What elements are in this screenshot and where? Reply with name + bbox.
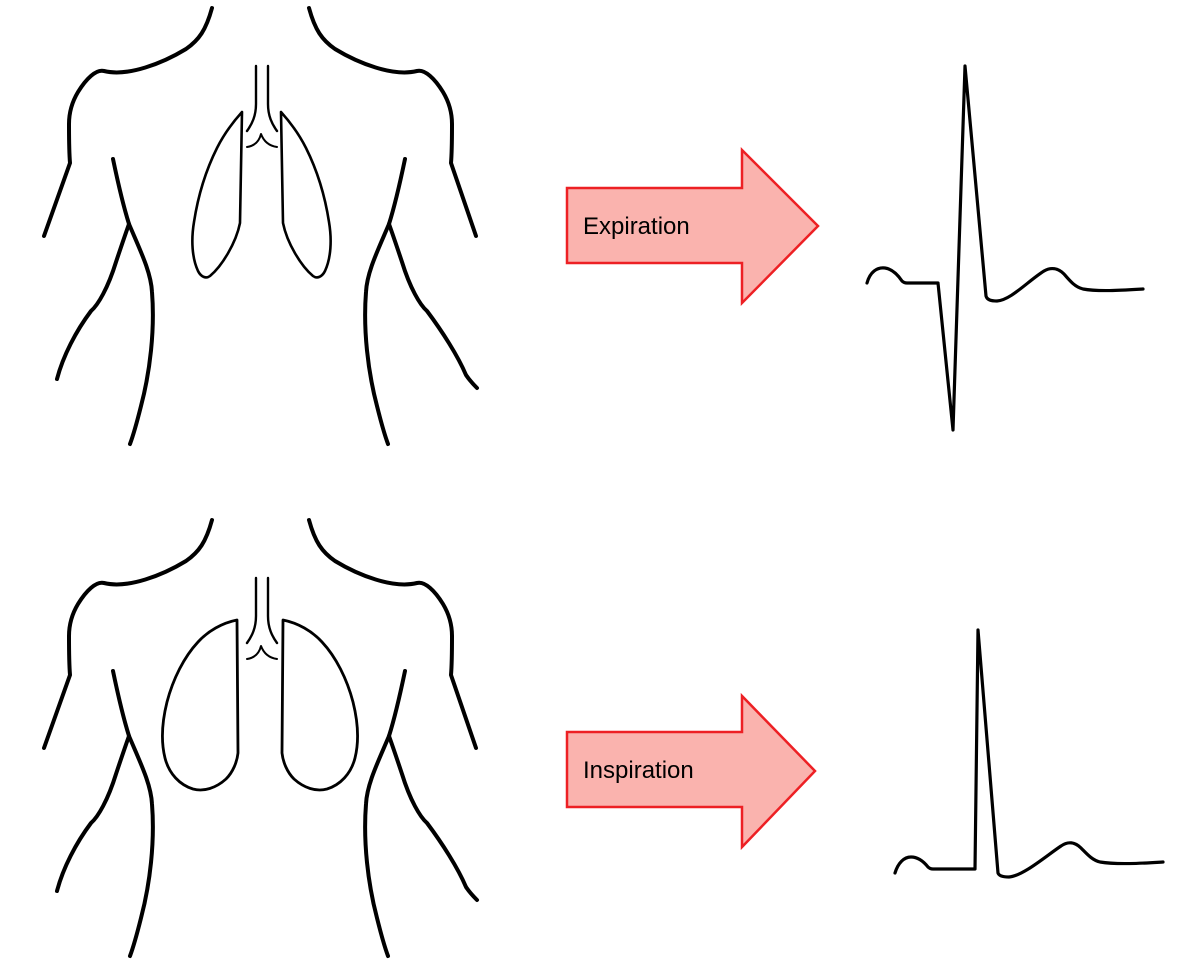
figure-expiration (42, 6, 479, 446)
inspiration-arrow-label: Inspiration (583, 757, 694, 784)
left-lung-inflated (161, 618, 240, 792)
ecg-trace-inspiration (893, 628, 1165, 879)
right-lung-deflated (279, 110, 332, 279)
left-lung-deflated (191, 110, 244, 279)
right-arrow-shape (565, 146, 820, 307)
torso-outline (42, 518, 479, 958)
ecg-trace-expiration (865, 64, 1145, 432)
expiration-arrow-label: Expiration (583, 213, 690, 240)
inspiration-arrow: Inspiration (565, 692, 817, 851)
expiration-arrow: Expiration (565, 146, 820, 307)
right-arrow-shape (565, 692, 817, 851)
right-lung-inflated (280, 618, 359, 792)
torso-outline (42, 6, 479, 446)
figure-inspiration (42, 518, 479, 958)
